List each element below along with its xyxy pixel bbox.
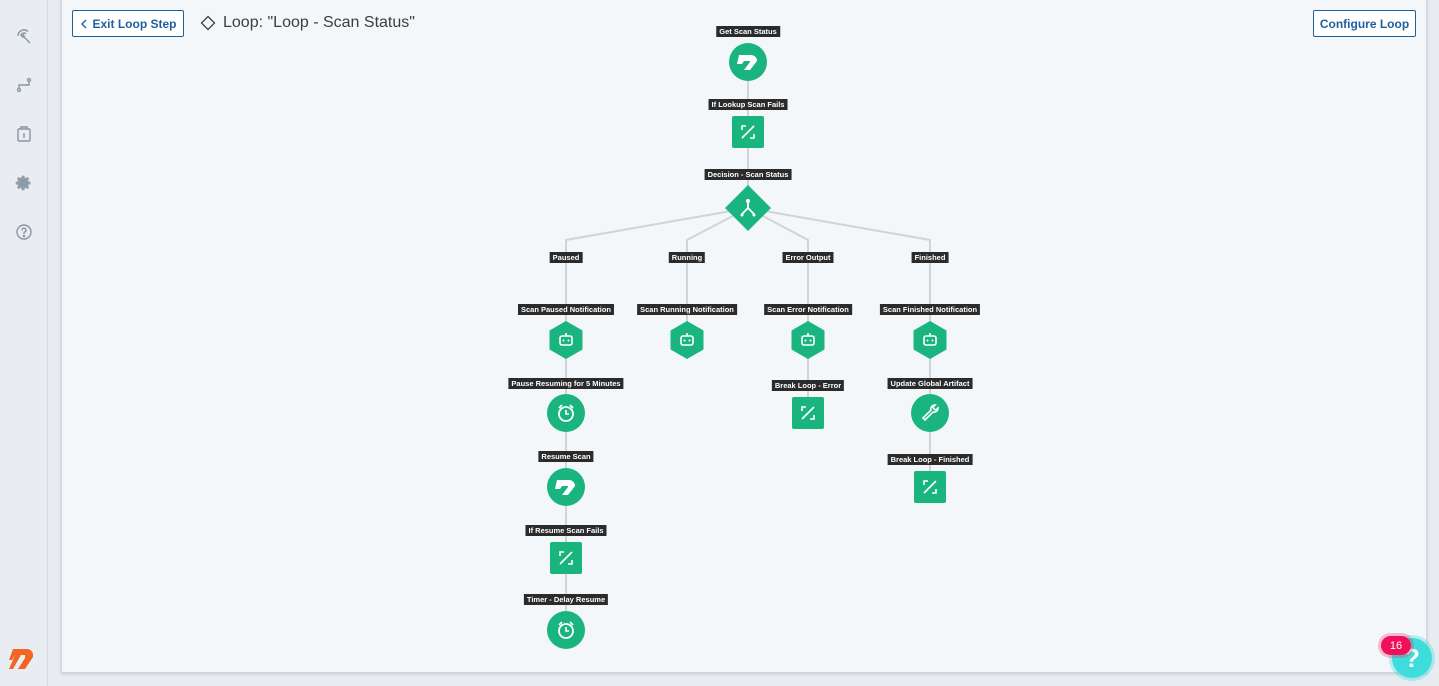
timer-node[interactable]: [547, 611, 585, 649]
bot-icon: [680, 333, 694, 346]
exit-loop-label: Exit Loop Step: [92, 16, 177, 31]
bot-node[interactable]: [791, 321, 825, 359]
branch-icon: [740, 199, 756, 217]
branch-label: Finished: [911, 252, 949, 263]
decision-node[interactable]: [725, 185, 771, 231]
wrench-icon: [921, 404, 939, 422]
loop-tag-icon: [200, 15, 216, 31]
node-label: Break Loop - Finished: [887, 454, 973, 465]
condition-icon: [559, 551, 573, 565]
branch-label: Running: [668, 252, 706, 263]
node-label: Scan Finished Notification: [879, 304, 981, 315]
condition-node[interactable]: [550, 542, 582, 574]
node-label: Update Global Artifact: [887, 378, 973, 389]
condition-icon: [923, 480, 937, 494]
alarm-clock-icon: [558, 404, 574, 422]
chevron-left-icon: [80, 19, 86, 28]
timer-node[interactable]: [547, 394, 585, 432]
node-label: Resume Scan: [538, 451, 594, 462]
flow-canvas: [61, 0, 1427, 673]
tool-node[interactable]: [911, 394, 949, 432]
node-label: If Lookup Scan Fails: [708, 99, 788, 110]
bot-node[interactable]: [549, 321, 583, 359]
integration-node[interactable]: [729, 43, 767, 81]
bot-node[interactable]: [670, 321, 704, 359]
bot-icon: [923, 333, 937, 346]
condition-node[interactable]: [914, 471, 946, 503]
brand-logo: [9, 647, 35, 671]
node-label: Scan Error Notification: [764, 304, 852, 315]
flow-edge: [686, 207, 749, 340]
integration-logo-icon: [555, 480, 575, 495]
radar-icon[interactable]: [14, 26, 34, 46]
flow-edge: [747, 207, 931, 340]
node-label: If Resume Scan Fails: [525, 525, 607, 536]
bot-node[interactable]: [913, 321, 947, 359]
notification-badge: 16: [1381, 636, 1411, 655]
flow-edge: [747, 207, 809, 340]
branch-label: Paused: [549, 252, 583, 263]
alarm-clock-icon: [558, 621, 574, 639]
help-circle-icon[interactable]: [14, 222, 34, 242]
loop-title-text: Loop: "Loop - Scan Status": [223, 14, 415, 31]
flow-edge: [565, 207, 749, 340]
node-label: Scan Running Notification: [637, 304, 737, 315]
branch-label: Error Output: [782, 252, 834, 263]
sidebar: [0, 0, 48, 686]
condition-node[interactable]: [792, 397, 824, 429]
bot-icon: [559, 333, 573, 346]
node-label: Break Loop - Error: [771, 380, 845, 391]
condition-icon: [801, 406, 815, 420]
page-title: Loop: "Loop - Scan Status": [200, 12, 415, 34]
integration-node[interactable]: [547, 468, 585, 506]
node-label: Scan Paused Notification: [517, 304, 615, 315]
bot-icon: [801, 333, 815, 346]
gear-icon[interactable]: [14, 173, 34, 193]
condition-node[interactable]: [732, 116, 764, 148]
condition-icon: [741, 125, 755, 139]
node-label: Pause Resuming for 5 Minutes: [508, 378, 624, 389]
node-label: Timer - Delay Resume: [523, 594, 609, 605]
workflow-icon[interactable]: [14, 75, 34, 95]
clipboard-icon[interactable]: [14, 124, 34, 144]
node-label: Decision - Scan Status: [704, 169, 792, 180]
integration-logo-icon: [737, 55, 757, 70]
configure-loop-button[interactable]: Configure Loop: [1313, 10, 1416, 37]
exit-loop-button[interactable]: Exit Loop Step: [72, 10, 184, 37]
node-label: Get Scan Status: [716, 26, 780, 37]
